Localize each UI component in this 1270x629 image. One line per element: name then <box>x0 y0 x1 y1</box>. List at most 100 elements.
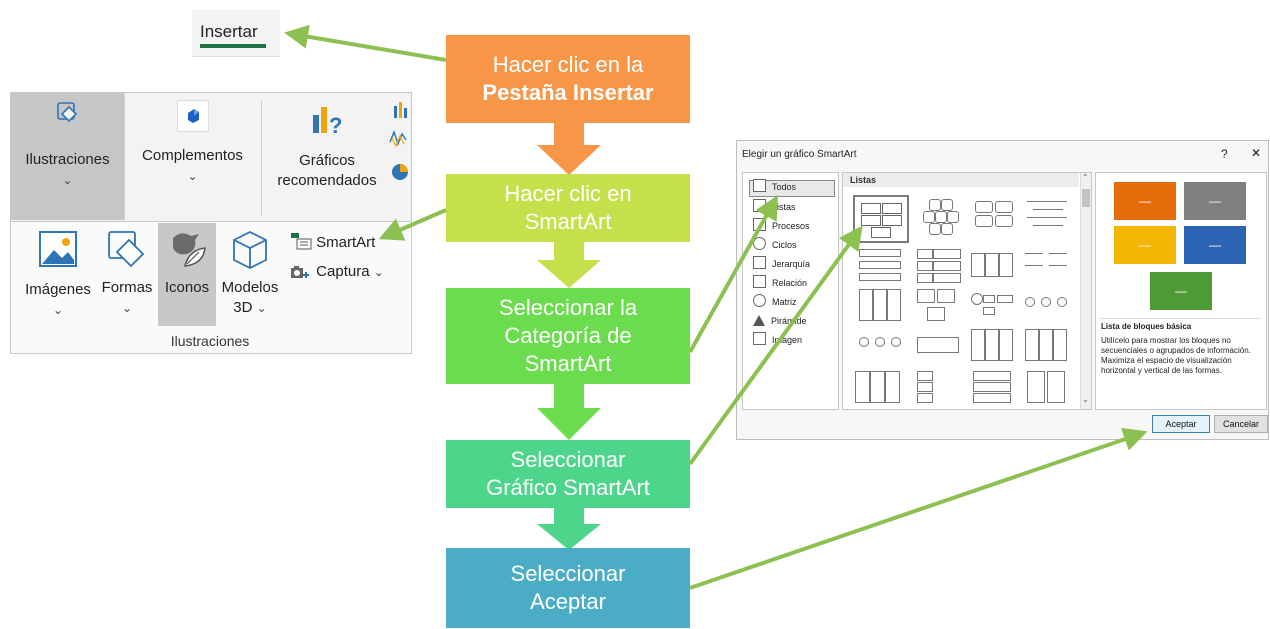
layout-thumbnail[interactable] <box>969 199 1019 237</box>
flow-step-4-line1: Seleccionar <box>510 447 626 472</box>
arrow-to-layout <box>688 225 863 466</box>
layout-thumbnail[interactable] <box>969 327 1019 365</box>
layout-thumbnail[interactable] <box>857 247 907 285</box>
layout-thumbnail[interactable] <box>853 371 903 409</box>
layout-thumbnail[interactable] <box>915 333 965 371</box>
flow-arrow-down <box>537 242 601 288</box>
ribbon-separator <box>124 93 125 220</box>
3d-models-button[interactable]: Modelos 3D ⌄ <box>216 228 284 318</box>
layout-gallery: Listas ⌃ ⌄ <box>842 172 1092 410</box>
cube-icon <box>233 230 267 270</box>
cancel-button[interactable]: Cancelar <box>1214 415 1268 433</box>
chevron-down-icon: ⌄ <box>52 303 64 317</box>
addins-label: Complementos <box>142 147 243 164</box>
flow-step-3-line2: Categoría de <box>504 323 632 348</box>
flow-step-3-line1: Seleccionar la <box>498 295 638 320</box>
flow-arrow-down <box>537 123 601 175</box>
layout-thumbnail[interactable] <box>915 247 965 285</box>
screenshot-button[interactable]: Captura ⌄ <box>290 262 384 280</box>
smartart-label: SmartArt <box>316 234 376 251</box>
layout-block <box>861 203 881 214</box>
recommended-charts-button[interactable]: ? Gráficos recomendados <box>268 103 386 191</box>
chevron-down-icon: ⌄ <box>121 301 133 315</box>
preview-divider <box>1099 318 1261 319</box>
ribbon-separator <box>261 100 262 216</box>
layout-thumbnail[interactable] <box>969 371 1019 409</box>
smartart-button[interactable]: SmartArt <box>290 232 375 251</box>
flow-step-5-line1: Seleccionar <box>510 561 626 586</box>
pyramid-icon <box>753 315 765 326</box>
all-icon <box>753 179 766 192</box>
gallery-scrollbar[interactable]: ⌃ ⌄ <box>1080 173 1091 409</box>
flow-step-1: Hacer clic en la Pestaña Insertar <box>446 35 690 123</box>
category-piramide[interactable]: Pirámide <box>753 313 807 329</box>
smartart-icon <box>291 233 312 250</box>
shapes-button[interactable]: Formas ⌄ <box>98 228 156 318</box>
chevron-down-icon: ⌄ <box>62 173 73 187</box>
category-relacion[interactable]: Relación <box>753 275 807 291</box>
category-imagen[interactable]: Imagen <box>753 332 802 348</box>
screenshot-label: Captura <box>316 263 370 280</box>
arrow-to-category <box>688 195 778 353</box>
layout-thumbnail[interactable] <box>969 289 1019 327</box>
addins-icon <box>176 100 209 132</box>
icons-button[interactable]: Iconos <box>158 228 216 298</box>
flow-step-4: Seleccionar Gráfico SmartArt <box>446 440 690 508</box>
flow-step-3-line3: SmartArt <box>524 351 612 376</box>
layout-block <box>861 215 881 226</box>
bird-leaf-icon <box>173 233 206 267</box>
arrow-to-insert-tab <box>284 24 447 62</box>
layout-thumbnail[interactable] <box>1023 371 1073 409</box>
help-icon[interactable]: ? <box>1221 147 1228 161</box>
flow-step-1-line1: Hacer clic en la <box>492 52 644 77</box>
camera-icon <box>291 266 309 278</box>
preview-block-gray: — <box>1184 182 1246 220</box>
picture-icon <box>39 231 77 267</box>
picture-icon <box>753 332 766 345</box>
scrollbar-thumb[interactable] <box>1082 189 1090 207</box>
chevron-down-icon: ⌄ <box>373 265 384 279</box>
flow-arrow-down <box>537 384 601 440</box>
layout-thumbnail[interactable] <box>1023 327 1073 365</box>
layout-thumbnail[interactable] <box>1023 247 1073 285</box>
layout-thumbnail[interactable] <box>915 289 965 327</box>
chevron-down-icon: ⌄ <box>187 169 198 183</box>
recommended-charts-label-2: recomendados <box>277 172 377 189</box>
layout-thumbnail[interactable] <box>1023 289 1073 327</box>
flow-step-1-line2: Pestaña Insertar <box>482 80 654 105</box>
shapes-icon <box>56 102 77 123</box>
layout-thumbnail[interactable] <box>915 199 965 237</box>
category-todos[interactable]: Todos <box>753 179 796 195</box>
preview-block-green: — <box>1150 272 1212 310</box>
images-button[interactable]: Imágenes ⌄ <box>18 230 98 320</box>
insert-tab[interactable]: Insertar <box>192 10 280 57</box>
layout-block <box>871 227 891 238</box>
shapes-label: Formas <box>101 279 153 296</box>
layout-thumbnail[interactable] <box>915 371 965 409</box>
layout-block <box>882 215 902 226</box>
images-label: Imágenes <box>25 281 91 298</box>
layout-thumbnail[interactable] <box>857 289 907 327</box>
category-matriz[interactable]: Matriz <box>753 294 797 310</box>
scroll-down-icon[interactable]: ⌄ <box>1082 395 1089 404</box>
matrix-icon <box>753 294 766 307</box>
preview-title: Lista de bloques básica <box>1101 322 1192 331</box>
flow-arrow-down <box>537 508 601 550</box>
layout-thumbnail[interactable] <box>857 333 907 371</box>
category-ciclos[interactable]: Ciclos <box>753 237 797 253</box>
close-icon[interactable]: ✕ <box>1251 146 1262 160</box>
arrow-to-smartart <box>378 208 447 241</box>
ok-button[interactable]: Aceptar <box>1152 415 1210 433</box>
icons-label: Iconos <box>164 279 210 296</box>
preview-block-blue: — <box>1184 226 1246 264</box>
scroll-up-icon[interactable]: ⌃ <box>1082 173 1089 182</box>
more-charts-icons[interactable] <box>386 100 410 186</box>
insert-tab-label: Insertar <box>200 22 258 41</box>
addins-button[interactable]: Complementos ⌄ <box>130 100 255 186</box>
category-jerarquia[interactable]: Jerarquía <box>753 256 810 272</box>
preview-block-yellow: — <box>1114 226 1176 264</box>
gallery-header-bar <box>843 173 1079 187</box>
layout-thumbnail[interactable] <box>1023 199 1073 237</box>
layout-thumbnail[interactable] <box>969 247 1019 285</box>
